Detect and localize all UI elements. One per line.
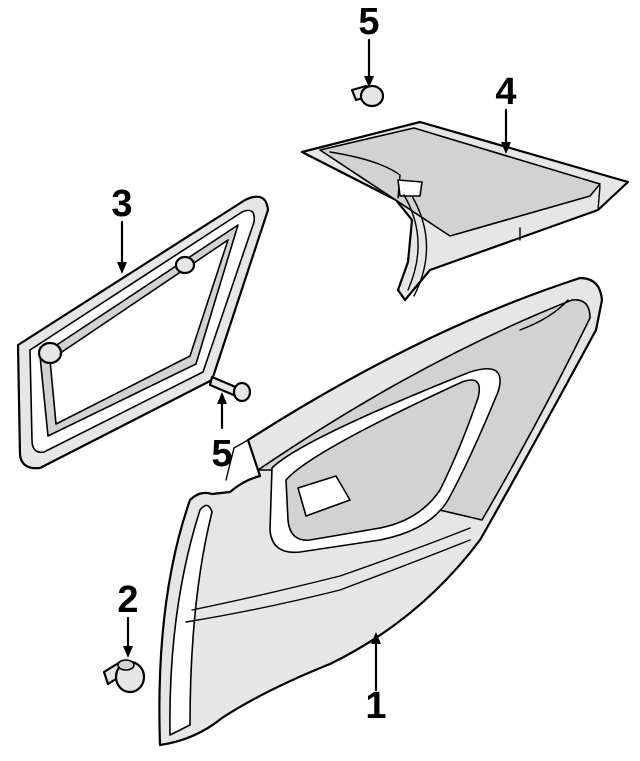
clip-fastener-top bbox=[350, 84, 385, 108]
package-tray-trim bbox=[300, 120, 630, 302]
callout-3: 3 bbox=[111, 183, 132, 225]
quarter-lower-trim-panel bbox=[158, 276, 604, 747]
callout-4: 4 bbox=[495, 71, 516, 113]
screw-fastener bbox=[208, 375, 252, 403]
push-clip-fastener bbox=[102, 659, 146, 694]
quarter-upper-trim-panel bbox=[16, 195, 270, 470]
callout-1: 1 bbox=[365, 685, 386, 727]
callout-2: 2 bbox=[117, 579, 138, 621]
leader-lines bbox=[117, 38, 511, 692]
callout-5-middle: 5 bbox=[211, 433, 232, 475]
callout-5-top: 5 bbox=[358, 1, 379, 43]
